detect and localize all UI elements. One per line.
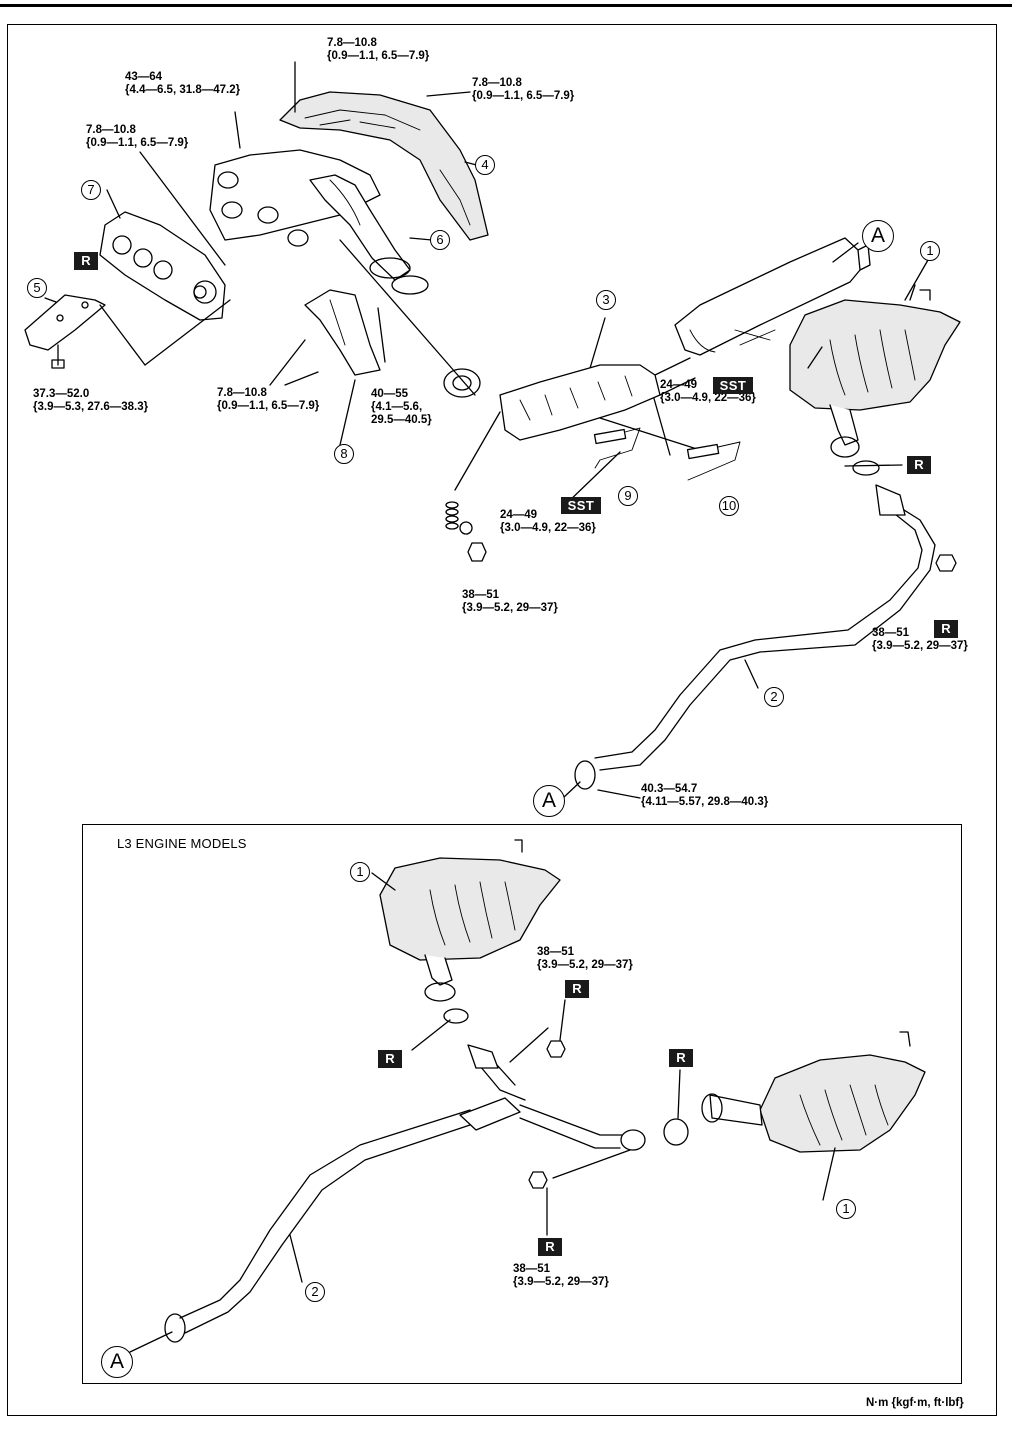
callout-8: 8	[334, 444, 354, 464]
torque-label-left-bolt: 7.8—10.8{0.9—1.1, 6.5—7.9}	[86, 124, 189, 149]
replace-badge-silencer-nut: R	[934, 620, 958, 638]
top-rule	[0, 4, 1012, 7]
bracket-5-part	[24, 294, 106, 369]
middle-pipe-upper	[574, 484, 957, 790]
inset-y-pipe	[164, 1040, 646, 1343]
torque-label-heat-insulator-bolt: 7.8—10.8{0.9—1.1, 6.5—7.9}	[327, 37, 430, 62]
units-note: N·m {kgf·m, ft·lbf}	[866, 1397, 964, 1409]
main-silencer-upper	[789, 284, 961, 476]
replace-badge-inset-upper-nut: R	[565, 980, 589, 998]
replace-badge-inset-right-gasket: R	[669, 1049, 693, 1067]
torque-label-inset-lower-nut: 38—51{3.9—5.2, 29—37}	[513, 1263, 609, 1288]
torque-label-inset-upper-nut: 38—51{3.9—5.2, 29—37}	[537, 946, 633, 971]
callout-9: 9	[618, 486, 638, 506]
inset-silencer-left	[379, 839, 561, 1024]
callout-7: 7	[81, 180, 101, 200]
replace-badge-gasket: R	[74, 252, 98, 270]
diagram-frame	[7, 24, 997, 1416]
reference-mark-a-inset: A	[101, 1346, 133, 1378]
oxygen-sensors	[593, 427, 741, 481]
sst-badge-rear-o2: SST	[713, 377, 753, 394]
torque-label-flange-nut: 38—51{3.9—5.2, 29—37}	[462, 589, 558, 614]
replace-badge-inset-lower-nut: R	[538, 1238, 562, 1256]
torque-label-front-o2-sensor: 24—49{3.0—4.9, 22—36}	[500, 509, 596, 534]
torque-label-manifold-nut: 43—64{4.4—6.5, 31.8—47.2}	[125, 71, 241, 96]
heat-insulator-part	[279, 91, 489, 241]
callout-3: 3	[596, 290, 616, 310]
inset-title: L3 ENGINE MODELS	[117, 836, 247, 851]
torque-label-converter-bolt: 40—55{4.1—5.6,29.5—40.5}	[371, 388, 432, 426]
callout-6: 6	[430, 230, 450, 250]
replace-badge-silencer-gasket: R	[907, 456, 931, 474]
front-pipe-flange	[443, 368, 487, 562]
leader-lines-ref	[562, 242, 929, 799]
callout-1-inset-right: 1	[836, 1199, 856, 1219]
leader-lines-inset	[129, 872, 836, 1353]
torque-label-pipe-joint: 40.3—54.7{4.11—5.57, 29.8—40.3}	[641, 783, 769, 808]
replace-badge-inset-gasket: R	[378, 1050, 402, 1068]
torque-label-insulator-side-bolt: 7.8—10.8{0.9—1.1, 6.5—7.9}	[472, 77, 575, 102]
callout-1-upper: 1	[920, 241, 940, 261]
leader-lines-upper	[44, 61, 701, 506]
sst-badge-front-o2: SST	[561, 497, 601, 514]
callout-1-inset-left: 1	[350, 862, 370, 882]
torque-label-silencer-nut: 38—51{3.9—5.2, 29—37}	[872, 627, 968, 652]
torque-label-rear-o2-sensor: 24—49{3.0—4.9, 22—36}	[660, 379, 756, 404]
inset-silencer-right	[663, 1031, 926, 1153]
callout-2-upper: 2	[764, 687, 784, 707]
reference-mark-a-middle: A	[533, 785, 565, 817]
callout-5: 5	[27, 278, 47, 298]
manifold-gasket-part	[99, 211, 226, 321]
callout-4: 4	[475, 155, 495, 175]
torque-label-lower-bolts: 7.8—10.8{0.9—1.1, 6.5—7.9}	[217, 387, 320, 412]
exhaust-manifold-part	[209, 149, 429, 295]
bracket-8-part	[304, 289, 381, 376]
l3-engine-inset-frame	[82, 824, 962, 1384]
callout-10: 10	[719, 496, 739, 516]
pipe-and-converter-part	[499, 237, 871, 441]
reference-mark-a-upper: A	[862, 220, 894, 252]
torque-label-bracket-bolt: 37.3—52.0{3.9—5.3, 27.6—38.3}	[33, 388, 149, 413]
callout-2-inset: 2	[305, 1282, 325, 1302]
